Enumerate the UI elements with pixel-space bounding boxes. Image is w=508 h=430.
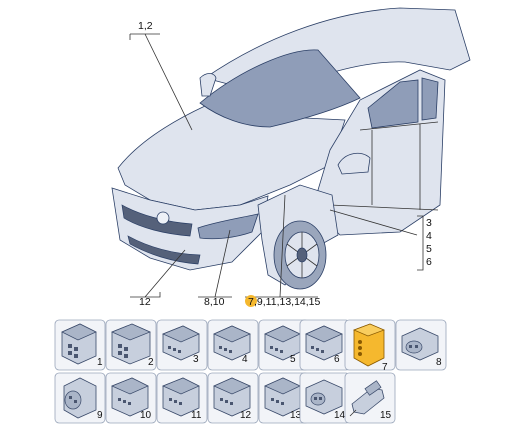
- part-number: 4: [242, 354, 248, 365]
- callout-label-bottom-mid: 8,10: [204, 296, 225, 308]
- connector-tile-10[interactable]: 10: [105, 372, 157, 424]
- part-number: 1: [97, 357, 103, 368]
- callout-label-right-3: 5: [426, 243, 432, 255]
- connector-tile-5[interactable]: 5: [258, 319, 310, 371]
- part-number: 5: [290, 354, 296, 365]
- connector-tile-15[interactable]: 15: [344, 372, 396, 424]
- connector-tile-11[interactable]: 11: [156, 372, 208, 424]
- callout-label-bottom-right: ,9,11,13,14,15: [254, 296, 321, 308]
- callout-label-top: 1,2: [138, 20, 153, 32]
- part-number: 14: [334, 410, 346, 421]
- connector-grid: 1 2 3 4 5: [54, 319, 447, 424]
- callout-lines: [129, 33, 424, 298]
- callout-label-right-4: 6: [426, 256, 432, 268]
- part-number: 11: [191, 410, 202, 421]
- part-number: 6: [334, 354, 340, 365]
- part-number: 10: [140, 410, 152, 421]
- connector-tile-9[interactable]: 9: [54, 372, 106, 424]
- connector-tile-2[interactable]: 2: [105, 319, 157, 371]
- part-number: 2: [148, 357, 154, 368]
- callout-label-right-2: 4: [426, 230, 432, 242]
- car-illustration: [111, 7, 471, 290]
- part-number: 15: [380, 410, 392, 421]
- part-number: 13: [290, 410, 302, 421]
- connector-tile-1[interactable]: 1: [54, 319, 106, 371]
- part-number: 7: [382, 362, 388, 373]
- part-number: 3: [193, 354, 199, 365]
- callout-label-right-1: 3: [426, 217, 432, 229]
- connector-tile-4[interactable]: 4: [207, 319, 259, 371]
- connector-tile-7[interactable]: 7: [344, 319, 396, 373]
- highlight-marker: [245, 295, 257, 307]
- connector-tile-13[interactable]: 13: [258, 372, 310, 424]
- part-number: 8: [436, 357, 442, 368]
- connector-tile-12[interactable]: 12: [207, 372, 259, 424]
- connector-tile-6[interactable]: 6: [299, 319, 351, 371]
- callout-label-bottom-right-highlight: 7: [248, 296, 254, 308]
- part-number: 12: [240, 410, 252, 421]
- part-number: 9: [97, 410, 103, 421]
- callout-label-bottom-left: 12: [139, 296, 151, 308]
- connector-tile-3[interactable]: 3: [156, 319, 208, 371]
- connector-tile-8[interactable]: 8: [395, 319, 447, 371]
- connector-tile-14[interactable]: 14: [299, 372, 351, 424]
